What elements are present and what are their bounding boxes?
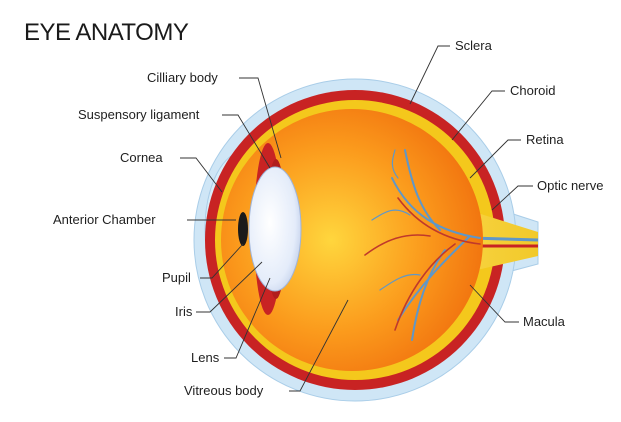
- label-cilliary-body: Cilliary body: [147, 70, 218, 86]
- label-macula: Macula: [523, 314, 565, 330]
- label-sclera: Sclera: [455, 38, 492, 54]
- lens-shape: [249, 167, 301, 291]
- label-lens: Lens: [191, 350, 219, 366]
- label-iris: Iris: [175, 304, 192, 320]
- label-vitreous-body: Vitreous body: [184, 383, 263, 399]
- label-pupil: Pupil: [162, 270, 191, 286]
- pupil-shape: [238, 212, 248, 246]
- label-optic-nerve: Optic nerve: [537, 178, 603, 194]
- label-choroid: Choroid: [510, 83, 556, 99]
- label-cornea: Cornea: [120, 150, 163, 166]
- label-anterior-chamber: Anterior Chamber: [53, 212, 156, 228]
- label-retina: Retina: [526, 132, 564, 148]
- label-suspensory-ligament: Suspensory ligament: [78, 107, 199, 123]
